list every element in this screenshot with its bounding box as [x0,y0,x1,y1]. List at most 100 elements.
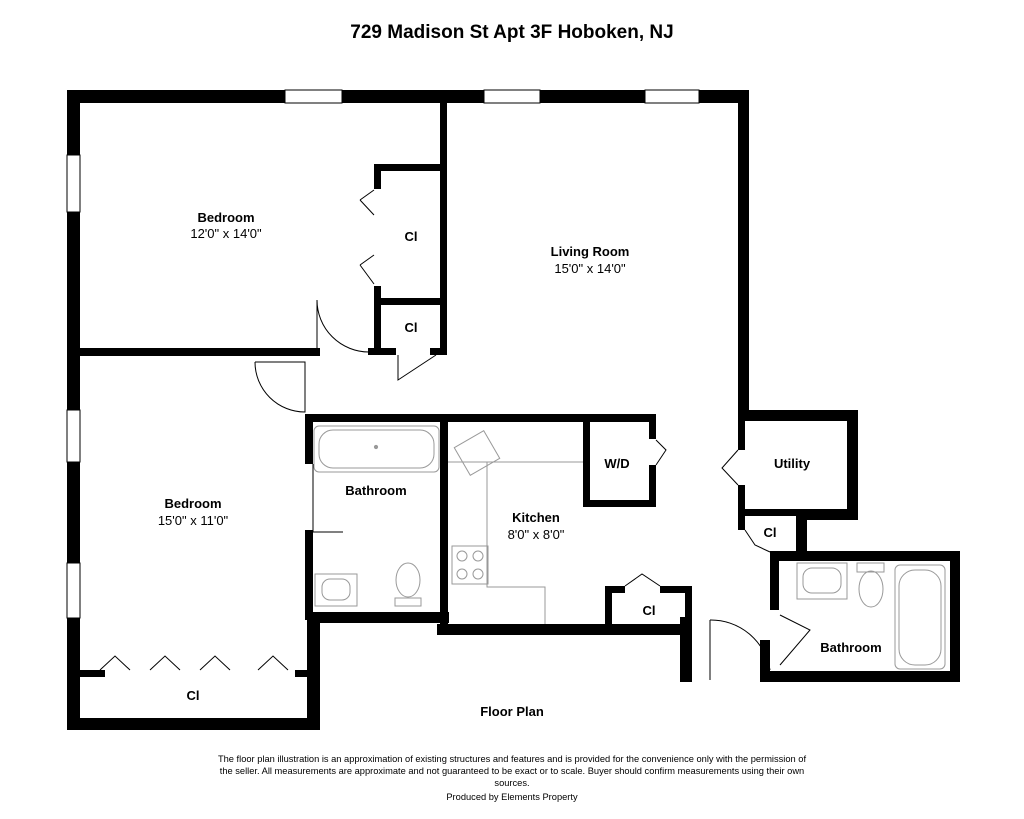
kitchen-counter [448,461,583,624]
wall-cl3-right [685,586,692,628]
window [483,89,541,104]
dims-bedroom-2: 15'0" x 11'0" [158,513,229,528]
wall-closet-left-a [374,164,381,189]
stove [451,545,489,585]
door-arc [397,354,437,381]
wall-utility-bottom [796,509,858,520]
window [284,89,343,104]
wall-cl4-bottom [775,552,800,559]
wall-bath1-top [305,414,655,422]
stove-burner [472,550,484,562]
door-arc [709,619,771,680]
toilet-2-tank [856,562,885,573]
label-closet: Cl [405,320,418,335]
wall-right-upper [738,90,749,410]
wall-bath2-left-lower [760,640,770,682]
wall-cl3-left [605,586,612,628]
bathtub-inner [318,429,435,469]
bathtub-2 [894,564,946,670]
wall-bath2-bottom [760,671,960,682]
sink-2 [796,562,848,600]
wall-bottom-kitchen [437,624,692,635]
wall-cl3-top-b [660,586,692,593]
wall-closet5-top [80,670,105,677]
plan-title: 729 Madison St Apt 3F Hoboken, NJ [350,22,674,43]
wall-bed1-bottom [80,348,320,356]
door-bifold [655,439,667,466]
tub-drain [373,444,379,450]
label-closet: Cl [187,688,200,703]
dims-living-room: 15'0" x 14'0" [554,261,626,276]
wall-utility-lower-h [738,509,800,516]
wall-wd-bottom [583,500,653,507]
stove-burner [456,550,468,562]
door-bifold [624,573,661,587]
label-floor-plan: Floor Plan [480,704,544,719]
fixtures [313,425,946,670]
label-bedroom-1: Bedroom [197,210,254,225]
label-bathroom-2: Bathroom [820,640,881,655]
wall-closet5-top-b [295,670,310,677]
door-bifold [744,529,771,553]
disclaimer: The floor plan illustration is an approx… [217,754,807,788]
window [66,154,81,213]
wall-closet-top [374,164,446,171]
window [66,409,81,463]
door-bifold [721,449,739,486]
label-closet: Cl [643,603,656,618]
stove-burner [456,568,468,580]
wall-wd-left [583,422,590,507]
wall-closet-bottom [368,348,396,355]
label-bathroom-1: Bathroom [345,483,406,498]
wall-wd-right-b [649,465,656,507]
toilet [395,562,421,598]
bathtub-2-inner [898,569,942,666]
bathtub [313,425,440,473]
wall-wd-right [649,414,656,439]
wall-bath1-left-a [305,414,313,464]
wall-bath1-right [440,414,448,624]
label-utility: Utility [774,456,811,471]
wall-bed1-right [440,103,447,353]
credit: Produced by Elements Property [446,792,578,802]
walls [67,90,960,730]
wall-bath2-top [770,551,960,561]
wall-utility-right [847,410,858,520]
door-bifold [359,189,375,285]
dims-kitchen: 8'0" x 8'0" [508,527,565,542]
toilet-2 [858,570,884,608]
label-living-room: Living Room [551,244,630,259]
label-wd: W/D [604,456,629,471]
doors [99,189,811,680]
wall-bottom-left [67,718,320,730]
stove-burner [472,568,484,580]
wall-closet-mid [374,298,446,305]
label-bedroom-2: Bedroom [164,496,221,511]
windows [66,89,700,619]
label-closet: Cl [405,229,418,244]
door-arc [316,299,370,353]
door-arc [254,361,306,413]
wall-bath2-right [950,551,960,681]
door-bifold [99,655,289,671]
wall-top [67,90,749,103]
wall-bottom-center [307,612,449,623]
sink-2-basin [802,567,842,594]
door-arc [312,464,343,533]
wall-bath2-left-upper [770,555,779,610]
wall-utility-left-b [738,485,745,530]
window [66,562,81,619]
wall-cl3-top-a [605,586,625,593]
dims-bedroom-1: 12'0" x 14'0" [190,226,262,241]
label-kitchen: Kitchen [512,510,560,525]
wall-utility-top [738,410,858,421]
wall-bottom-left-v [307,612,320,730]
sink-basin [321,578,351,601]
toilet-tank [394,597,422,607]
wall-utility-lower [796,509,807,559]
door-arc [779,614,811,666]
wall-bath1-left-b [305,530,313,620]
sink [314,573,358,607]
label-closet: Cl [764,525,777,540]
